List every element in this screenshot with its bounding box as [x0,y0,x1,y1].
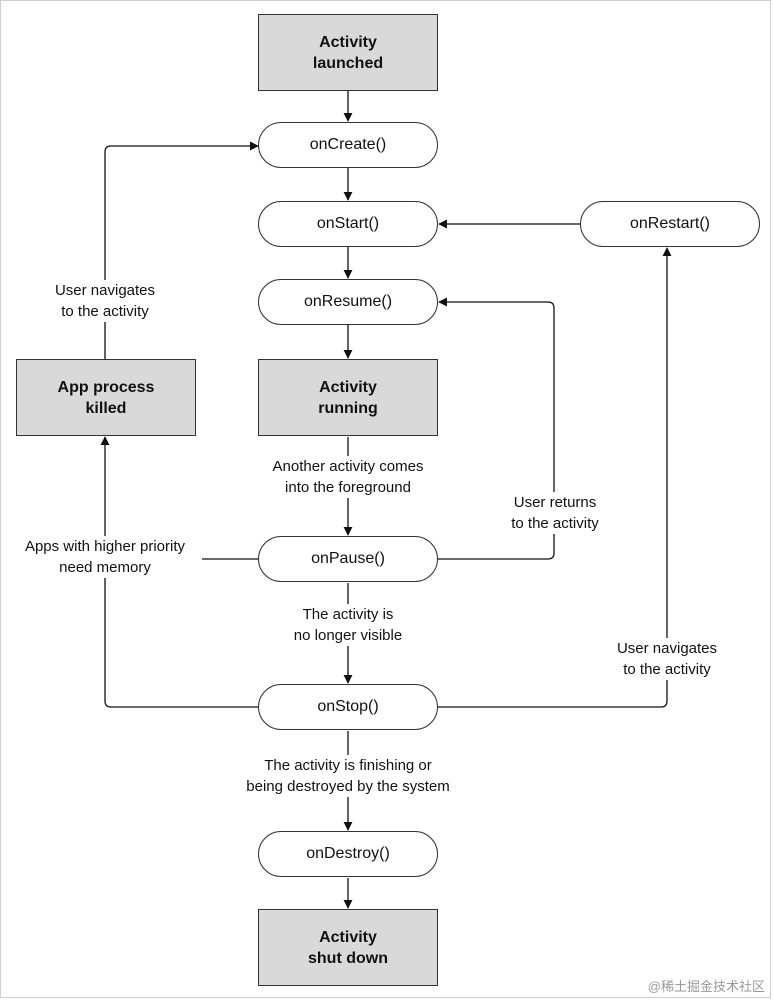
activity-running-line2: running [318,399,378,417]
user-navigates-left-label: User navigates to the activity [30,280,180,322]
finishing-label: The activity is finishing or being destr… [226,755,470,797]
no-longer-visible-label: The activity is no longer visible [276,604,420,646]
activity-launched-line1: Activity [319,33,377,51]
on-resume-label: onResume() [303,293,393,310]
another-activity-line1: Another activity comes [272,458,424,475]
user-navigates-right-line1: User navigates [616,640,718,657]
activity-shut-down-line2: shut down [308,949,388,967]
user-returns-line1: User returns [513,494,597,511]
on-destroy-label: onDestroy() [306,845,390,862]
app-process-killed-line1: App process [57,378,155,396]
on-restart-node: onRestart() [580,201,760,247]
apps-higher-priority-label: Apps with higher priority need memory [8,536,202,578]
on-stop-node: onStop() [258,684,438,730]
on-start-node: onStart() [258,201,438,247]
another-activity-label: Another activity comes into the foregrou… [248,456,448,498]
on-pause-label: onPause() [311,550,385,567]
activity-launched-box: Activity launched [258,14,438,91]
app-process-killed-line2: killed [85,399,127,417]
activity-shut-down-line1: Activity [319,928,377,946]
user-returns-label: User returns to the activity [494,492,616,534]
watermark: @稀土掘金技术社区 [647,979,765,994]
on-create-label: onCreate() [309,136,387,153]
user-navigates-left-line1: User navigates [54,282,156,299]
activity-shut-down-box: Activity shut down [258,909,438,986]
finishing-line2: being destroyed by the system [246,778,450,795]
activity-running-box: Activity running [258,359,438,436]
finishing-line1: The activity is finishing or [264,757,432,774]
on-stop-label: onStop() [317,698,379,715]
on-create-node: onCreate() [258,122,438,168]
user-navigates-left-line2: to the activity [61,303,149,320]
user-returns-line2: to the activity [511,515,599,532]
user-navigates-right-label: User navigates to the activity [598,638,736,680]
on-destroy-node: onDestroy() [258,831,438,877]
on-resume-node: onResume() [258,279,438,325]
arrow-killed-to-create [104,141,259,359]
no-longer-visible-line2: no longer visible [293,627,403,644]
activity-running-line1: Activity [319,378,377,396]
arrow-stop-to-killed [100,436,259,708]
another-activity-line2: into the foreground [285,479,411,496]
on-restart-label: onRestart() [629,215,711,232]
apps-higher-priority-line1: Apps with higher priority [24,538,186,555]
apps-higher-priority-line2: need memory [59,559,151,576]
arrow-stop-to-restart [438,247,672,708]
on-start-label: onStart() [316,215,380,232]
arrow-pause-to-resume [438,297,555,560]
on-pause-node: onPause() [258,536,438,582]
app-process-killed-box: App process killed [16,359,196,436]
activity-launched-line2: launched [312,54,384,72]
user-navigates-right-line2: to the activity [623,661,711,678]
no-longer-visible-line1: The activity is [302,606,394,623]
